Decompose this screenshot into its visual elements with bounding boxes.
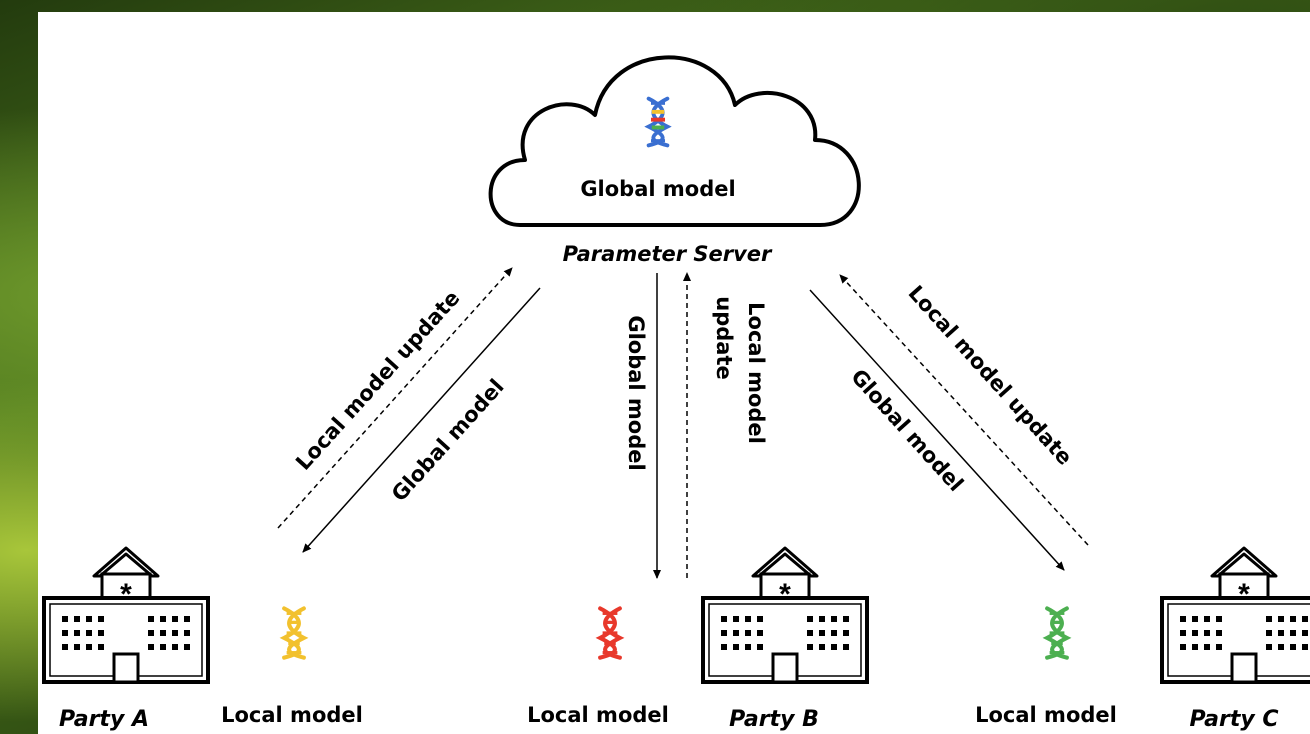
arrow-a-global-model [302,287,541,553]
party-c-name: Party C [1189,707,1278,732]
party-b-local-model-dna-icon [600,608,620,657]
label-b-global-model: Global model [624,315,648,470]
arrow-a-local-update [277,267,513,529]
arrow-c-local-update [839,274,1089,546]
party-b-name: Party B [729,707,819,732]
cloud-icon [488,55,861,227]
global-model-dna-icon [644,96,672,148]
label-a-global-model: Global model [387,375,509,507]
party-b-hospital-icon [701,546,869,684]
label-b-update-line2: update [712,296,736,379]
party-b-local-model-label: Local model [527,703,669,727]
party-c-local-model-dna-icon [1047,608,1067,657]
party-a-local-model-label: Local model [221,703,363,727]
label-b-update-line1: Local model [744,302,768,444]
party-a-name: Party A [59,707,149,732]
party-a-hospital-icon [42,546,210,684]
parameter-server-caption: Parameter Server [563,242,773,266]
arrow-c-global-model [809,289,1065,571]
party-c-local-model-label: Local model [975,703,1117,727]
party-c-hospital-icon [1160,546,1310,684]
cloud-label: Global model [580,177,735,201]
party-a-local-model-dna-icon [284,608,304,657]
label-c-global-model: Global model [846,365,968,497]
